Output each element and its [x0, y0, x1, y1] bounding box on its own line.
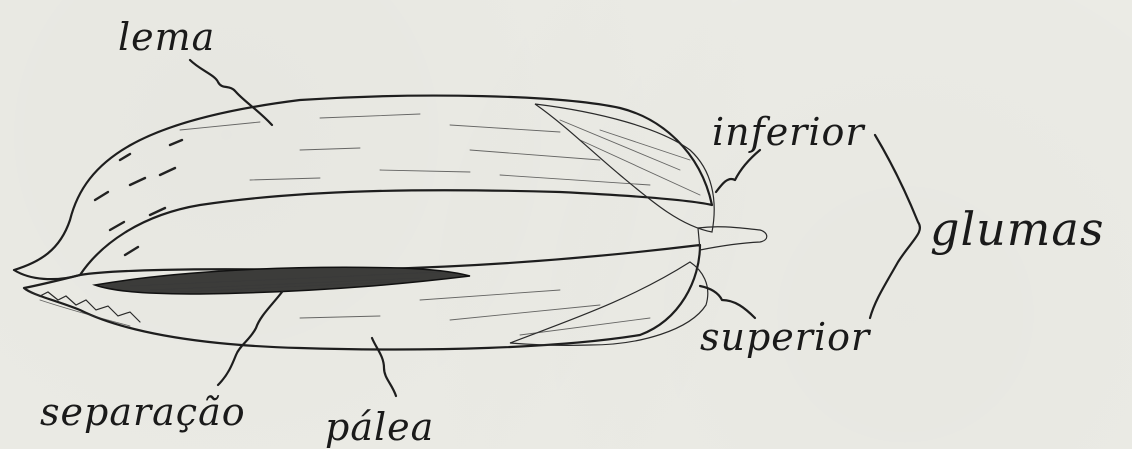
- lema-leader: [190, 60, 272, 125]
- lemma-dash-marks: [95, 140, 182, 255]
- label-inferior: inferior: [712, 110, 866, 154]
- label-glumas: glumas: [930, 202, 1104, 256]
- separacao-leader: [218, 292, 282, 385]
- inferior-leader: [716, 150, 760, 192]
- glumas-brace: [870, 135, 920, 318]
- glume-superior-shape: [510, 262, 708, 345]
- rachilla: [698, 227, 767, 250]
- label-lema: lema: [118, 15, 215, 59]
- palea-shape: [24, 245, 700, 349]
- serrated-edge: [30, 292, 140, 322]
- label-palea: pálea: [325, 405, 434, 449]
- label-separacao: separação: [40, 390, 246, 434]
- lemma-shape: [14, 96, 712, 280]
- palea-leader: [372, 338, 396, 396]
- label-superior: superior: [700, 315, 872, 359]
- glume-inferior-shape: [535, 104, 714, 232]
- lemma-hatching: [180, 114, 700, 195]
